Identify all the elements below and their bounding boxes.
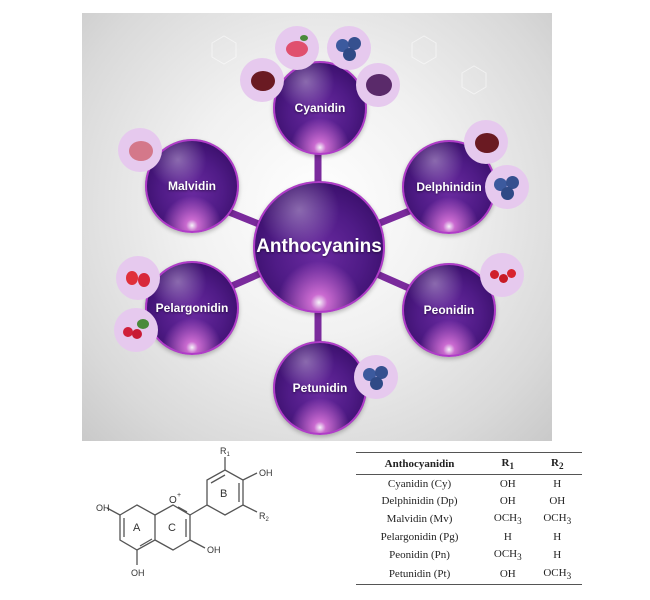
node-label: Cyanidin [294, 101, 346, 115]
ring-c-label: C [168, 522, 176, 534]
cell: OH [499, 568, 516, 581]
node-petunidin: Petunidin [273, 341, 367, 435]
ring-b-label: B [220, 488, 227, 500]
cell: Peonidin (Pn) [389, 548, 450, 561]
node-label: Peonidin [423, 303, 475, 317]
svg-text:+: + [177, 492, 181, 499]
cell: H [553, 548, 562, 561]
node-label: Petunidin [292, 381, 348, 395]
red-grapes-icon [240, 58, 284, 102]
oh-label: OH [96, 503, 110, 513]
table-row: Petunidin (Pt) OH OCH3 [356, 565, 582, 585]
anthocyanidin-table: Anthocyanidin R1 R2 Cyanidin (Cy) OH H Del… [356, 452, 582, 585]
blueberry-icon [485, 165, 529, 209]
r1-label: R1 [220, 446, 231, 458]
cell: H [553, 530, 562, 543]
blueberry-icon [354, 355, 398, 399]
node-anthocyanins: Anthocyanins [253, 181, 385, 313]
table-row: Delphinidin (Dp) OH OH [356, 492, 582, 509]
cell: OCH3 [493, 547, 522, 563]
cell: OCH3 [543, 511, 572, 526]
oh-label: OH [207, 545, 221, 555]
node-label: Pelargonidin [155, 301, 229, 315]
cell: H [503, 530, 512, 543]
anthocyanidin-structure: OH O + OH OH OH R1 R2 A C B [96, 446, 273, 578]
cell: OCH3 [543, 567, 572, 582]
red-currant-icon [480, 253, 524, 297]
red-grapes-icon [118, 128, 162, 172]
cell: OCH3 [493, 511, 522, 526]
cell: Delphinidin (Dp) [381, 494, 458, 507]
anthocyanins-illustration: Cyanidin Delphinidin Peonidin Petunidin … [82, 13, 552, 441]
node-label: Malvidin [167, 179, 216, 193]
cell: H [553, 477, 562, 490]
table-header-row: Anthocyanidin R1 R2 [356, 452, 582, 476]
red-cabbage-icon [356, 63, 400, 107]
r2-label: R2 [259, 511, 270, 523]
table-row: Cyanidin (Cy) OH H [356, 475, 582, 493]
col-header-r1: R1 [483, 452, 533, 476]
col-header-r2: R2 [532, 452, 582, 476]
blueberry-icon [327, 26, 371, 70]
cell: OH [499, 477, 516, 490]
table-row: Pelargonidin (Pg) H H [356, 528, 582, 545]
strawberry-icon [116, 256, 160, 300]
cell: OH [549, 494, 566, 507]
ring-a-label: A [133, 522, 141, 534]
node-label: Delphinidin [416, 180, 482, 194]
oxonium-label: O [169, 495, 177, 506]
radish-icon [114, 308, 158, 352]
cell: Malvidin (Mv) [386, 512, 453, 525]
table-row: Peonidin (Pn) OCH3 H [356, 545, 582, 564]
cell: Pelargonidin (Pg) [380, 530, 459, 543]
col-header-anthocyanidin: Anthocyanidin [356, 452, 484, 476]
oh-label: OH [131, 568, 145, 578]
node-pelargonidin: Pelargonidin [145, 261, 239, 355]
node-cyanidin: Cyanidin [273, 61, 367, 155]
cell: Petunidin (Pt) [388, 568, 451, 581]
oh-label: OH [259, 468, 273, 478]
red-grapes-icon [464, 120, 508, 164]
cell: OH [499, 494, 516, 507]
table-row: Malvidin (Mv) OCH3 OCH3 [356, 509, 582, 528]
cell: Cyanidin (Cy) [387, 477, 452, 490]
center-label: Anthocyanins [256, 236, 382, 257]
raspberry-icon [275, 26, 319, 70]
